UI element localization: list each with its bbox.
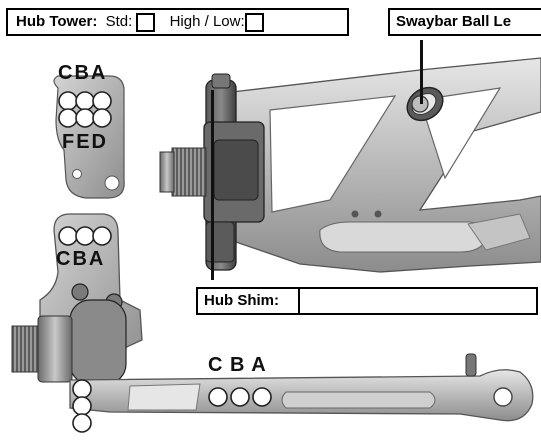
hub-tower-std-label: Std: <box>105 13 133 30</box>
lower-arm-side-hole <box>72 413 92 433</box>
hub-tower-title: Hub Tower: <box>16 13 98 30</box>
tower-hole-grid <box>58 91 112 128</box>
swaybar-title: Swaybar Ball Le <box>396 13 512 30</box>
steering-block-letters: CBA <box>56 248 106 270</box>
tower-hole <box>75 108 95 128</box>
steering-hole <box>58 226 78 246</box>
tower-bottom-letters: FED <box>62 131 108 153</box>
upper-a-arm <box>231 40 541 273</box>
steering-hole <box>92 226 112 246</box>
hub-shim-input[interactable] <box>298 289 536 313</box>
lower-arm-letters: C B A <box>208 354 267 376</box>
hub-carrier <box>159 73 265 280</box>
lower-arm-hole <box>208 387 228 407</box>
hub-tower-plate <box>53 75 125 199</box>
tower-hole <box>58 108 78 128</box>
tower-hole <box>75 91 95 111</box>
lower-arm-hole <box>252 387 272 407</box>
lower-arm-hole <box>230 387 250 407</box>
tower-hole <box>92 91 112 111</box>
tower-hole <box>92 108 112 128</box>
hub-tower-std-checkbox[interactable] <box>136 12 156 32</box>
steering-block <box>11 213 143 385</box>
hub-tower-high-low-label: High / Low: <box>169 13 245 30</box>
steering-hole-row <box>58 226 112 246</box>
hub-shim-leader-line <box>211 90 214 280</box>
lower-arm-hole-row <box>208 387 272 407</box>
tower-top-letters: CBA <box>58 62 108 84</box>
hub-tower-field: Hub Tower: Std: High / Low: <box>6 8 349 36</box>
lower-arm <box>69 353 534 433</box>
swaybar-ball-link <box>406 40 444 122</box>
lower-arm-side-hole <box>72 379 92 399</box>
swaybar-leader-line <box>420 40 423 104</box>
hub-shim-title: Hub Shim: <box>204 292 279 309</box>
hub-tower-high-low-checkbox[interactable] <box>244 12 264 32</box>
hub-shim-field: Hub Shim: <box>196 287 538 315</box>
swaybar-ball-link-field: Swaybar Ball Le <box>388 8 541 36</box>
steering-hole <box>75 226 95 246</box>
lower-arm-side-holes <box>72 379 92 433</box>
lower-arm-side-hole <box>72 396 92 416</box>
tower-hole <box>58 91 78 111</box>
